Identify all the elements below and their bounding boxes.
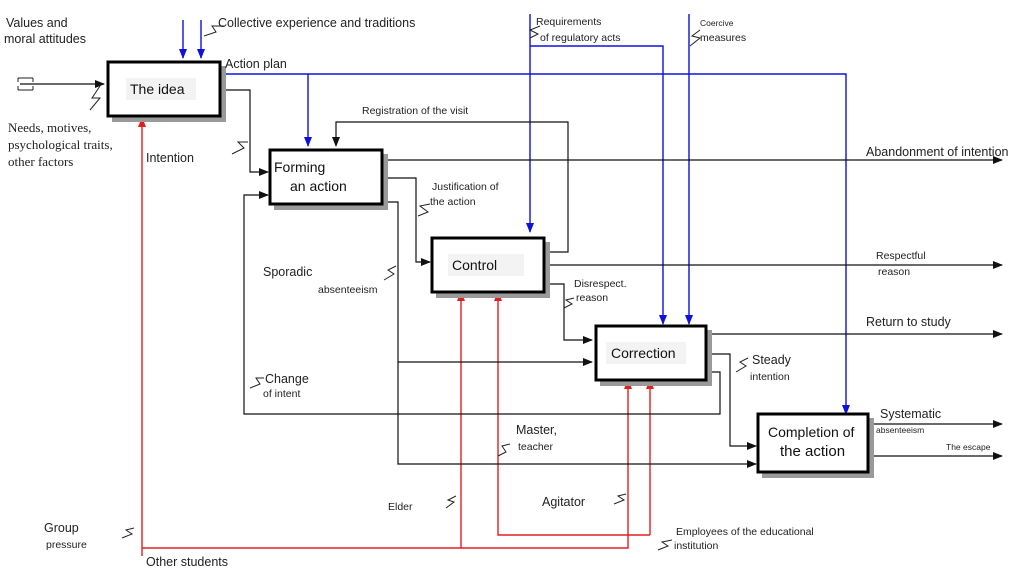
label-abandonment: Abandonment of intention [866, 145, 1009, 159]
box-correction: Correction [594, 324, 712, 386]
label-change-2: of intent [263, 388, 300, 400]
label-needs-1: Needs, motives, [8, 120, 91, 135]
label-agitator: Agitator [542, 495, 585, 509]
output-labels: Abandonment of intention Respectful reas… [866, 145, 1009, 452]
box-idea-label: The idea [130, 81, 185, 97]
label-coercive-1: Coercive [700, 18, 734, 28]
label-values-1: Values and [6, 16, 68, 30]
label-sporadic-absenteeism: absenteeism [318, 284, 378, 296]
label-action-plan: Action plan [225, 57, 287, 71]
arrow-sporadic-completion [397, 362, 757, 468]
arrow-requirements-correction [530, 45, 667, 325]
label-group-1: Group [44, 521, 79, 535]
mechanism-labels: Master, teacher Elder Agitator Group pre… [44, 423, 814, 569]
label-master-1: Master, [516, 423, 557, 437]
label-intention: Intention [146, 151, 194, 165]
arrow-elder [142, 291, 465, 549]
box-forming-line1: Forming [274, 159, 325, 175]
label-elder: Elder [388, 501, 413, 513]
mechanism-arrows [138, 117, 654, 556]
label-requirements-2: of regulatory acts [540, 32, 621, 44]
label-systematic-2: absenteeism [876, 425, 924, 435]
label-systematic-1: Systematic [880, 407, 941, 421]
label-needs-2: psychological traits, [8, 137, 113, 152]
label-respectful-1: Respectful [876, 250, 926, 262]
input-labels: Values and moral attitudes Collective ex… [4, 16, 746, 169]
label-master-2: teacher [518, 441, 554, 453]
label-return: Return to study [866, 315, 952, 329]
box-completion: Completion of the action [756, 412, 874, 478]
label-sporadic: Sporadic [263, 265, 312, 279]
arrow-sporadic [384, 201, 593, 366]
arrow-intention [220, 89, 269, 176]
label-disrespect-1: Disrespect. [574, 278, 627, 290]
arrow-steady [708, 353, 757, 450]
box-control-label: Control [452, 257, 497, 273]
label-requirements-1: Requirements [536, 16, 601, 28]
arrow-action-plan [224, 73, 850, 415]
arrow-other-to-correction [461, 379, 632, 549]
label-other-students: Other students [146, 555, 228, 569]
label-respectful-2: reason [878, 266, 910, 278]
label-justification-2: the action [430, 196, 476, 208]
label-disrespect-2: reason [576, 292, 608, 304]
control-arrows [179, 14, 850, 415]
label-needs-3: other factors [8, 154, 73, 169]
arrow-master [494, 291, 650, 536]
label-registration: Registration of the visit [362, 105, 468, 117]
box-completion-line2: the action [780, 443, 845, 460]
label-justification-1: Justification of [432, 181, 499, 193]
arrow-registration [332, 121, 569, 253]
arrow-justification [384, 177, 431, 266]
label-group-2: pressure [46, 539, 87, 551]
box-idea: The idea [106, 60, 226, 122]
label-employees-1: Employees of the educational [676, 526, 814, 538]
label-escape: The escape [946, 442, 991, 452]
flow-arrows [20, 80, 1003, 468]
label-employees-2: institution [674, 540, 719, 552]
label-steady-2: intention [750, 371, 790, 383]
label-coercive-2: measures [700, 32, 746, 44]
box-correction-label: Correction [611, 345, 676, 361]
label-steady-1: Steady [752, 353, 792, 367]
box-forming: Forming an action [268, 148, 388, 210]
arrow-labels: Action plan Intention Registration of th… [146, 57, 792, 400]
label-values-2: moral attitudes [4, 32, 86, 46]
box-completion-line1: Completion of [768, 424, 854, 440]
box-forming-line2: an action [290, 178, 347, 194]
label-collective: Collective experience and traditions [218, 16, 415, 30]
label-change-1: Change [265, 372, 309, 386]
arrow-disrespect [546, 283, 593, 344]
arrow-change-of-intent [243, 191, 721, 415]
bracket-icon [17, 77, 34, 91]
box-control: Control [430, 236, 550, 298]
squiggles [89, 25, 875, 551]
